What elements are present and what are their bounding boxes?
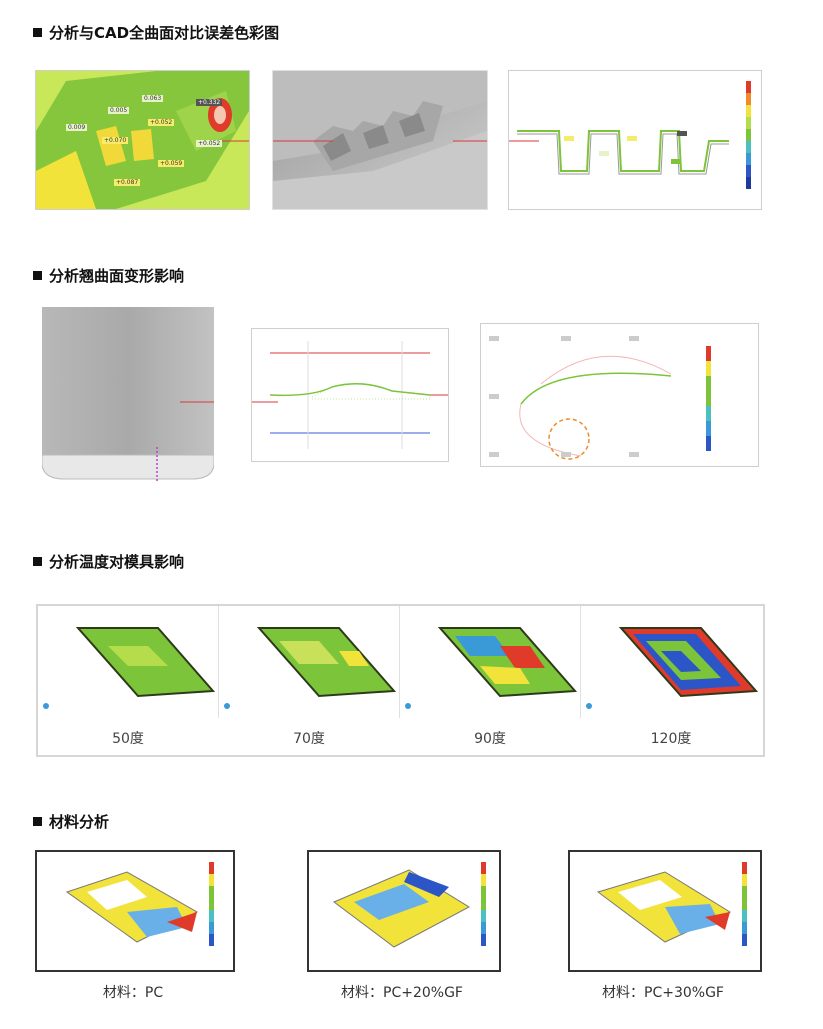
material-caption: 材料：PC+30%GF (602, 985, 724, 1001)
section-title-temperature: 分析温度对模具影响 (33, 551, 184, 572)
value-tag: +0.059 (158, 160, 185, 167)
cad-colormap-image: +0.332 0.063 +0.052 +0.070 +0.059 +0.087… (35, 70, 250, 210)
temp-caption: 90度 (474, 731, 506, 747)
square-bullet-icon (33, 817, 42, 826)
section-title-text: 分析温度对模具影响 (49, 553, 185, 571)
value-tag: +0.087 (114, 179, 141, 186)
material-pc-image (35, 850, 235, 972)
temp-caption: 70度 (293, 731, 325, 747)
square-bullet-icon (33, 28, 42, 37)
section-title-text: 分析翘曲面变形影响 (49, 267, 185, 285)
cad-model-image (272, 70, 488, 210)
temp-caption: 120度 (650, 731, 692, 747)
section-title-material: 材料分析 (33, 811, 109, 832)
material-caption: 材料：PC (102, 985, 164, 1001)
value-tag: 0.009 (66, 124, 88, 131)
value-tag: 0.063 (142, 95, 164, 102)
material-caption: 材料：PC+20%GF (341, 985, 463, 1001)
material-pc30gf-image (568, 850, 762, 972)
temp-cell-70 (219, 606, 400, 718)
value-tag: 0.005 (108, 107, 130, 114)
temp-cell-120 (581, 606, 761, 718)
temperature-comparison-table: 50度 70度 90度 120度 (36, 604, 765, 757)
cad-section-plot (508, 70, 762, 210)
value-tag: +0.052 (148, 119, 175, 126)
value-tag: +0.070 (102, 137, 129, 144)
temp-cell-90 (400, 606, 581, 718)
value-tag: +0.052 (196, 140, 223, 147)
temp-cell-50 (38, 606, 219, 718)
section-title-text: 分析与CAD全曲面对比误差色彩图 (49, 24, 280, 42)
temp-caption: 50度 (112, 731, 144, 747)
section-title-text: 材料分析 (49, 813, 110, 831)
section-title-warp: 分析翘曲面变形影响 (33, 265, 184, 286)
square-bullet-icon (33, 271, 42, 280)
section-title-cad-compare: 分析与CAD全曲面对比误差色彩图 (33, 22, 279, 43)
warp-part-image (42, 307, 214, 482)
value-tag: +0.332 (196, 99, 223, 106)
square-bullet-icon (33, 557, 42, 566)
warp-section-plot (480, 323, 759, 467)
material-pc20gf-image (307, 850, 501, 972)
warp-profile-plot (251, 328, 449, 462)
